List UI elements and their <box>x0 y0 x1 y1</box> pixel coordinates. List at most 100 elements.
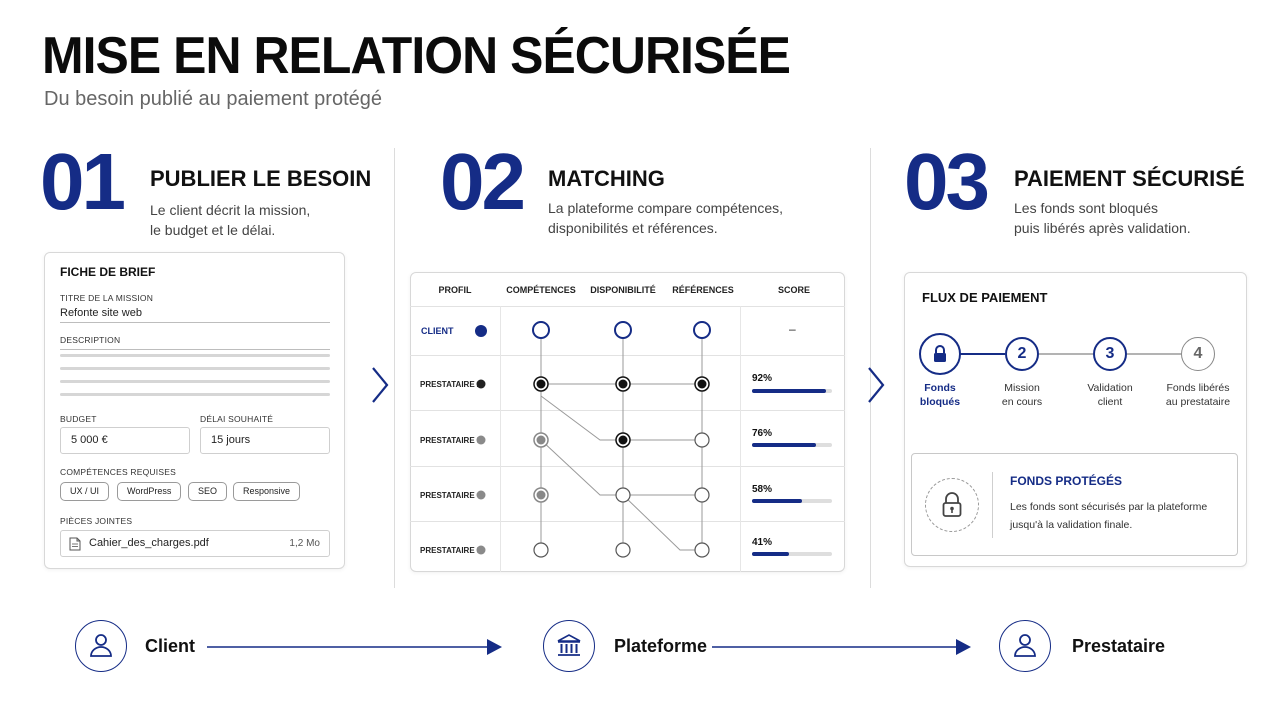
protect-text-line: jusqu'à la validation finale. <box>1010 519 1133 531</box>
flow-arrow <box>712 639 971 655</box>
actor-provider-label: Prestataire <box>1072 636 1166 656</box>
score-bar-fill <box>752 499 802 503</box>
table-column-divider <box>500 306 501 572</box>
lock-icon <box>934 345 946 362</box>
score-provider-a: 92% <box>752 373 773 384</box>
payment-step-label-line: Validation <box>1087 382 1133 394</box>
payment-step-3-label: Validation client <box>1065 381 1155 409</box>
column-header-references: RÉFÉRENCES <box>672 285 734 295</box>
row-label-provider-a: PRESTATAIRE A <box>420 380 483 389</box>
column-header-score: SCORE <box>777 285 810 295</box>
step-desc-line: puis libérés après validation. <box>1014 220 1191 236</box>
brief-title: FICHE DE BRIEF <box>60 265 156 279</box>
score-bar-c <box>752 499 832 503</box>
delay-label: DÉLAI SOUHAITÉ <box>200 414 274 424</box>
description-placeholder-line <box>60 354 330 357</box>
column-header-availability: DISPONIBILITÉ <box>590 285 656 295</box>
table-column-divider <box>740 306 741 572</box>
row-label-provider-b: PRESTATAIRE B <box>420 436 483 445</box>
step-title-matching: MATCHING <box>548 166 665 191</box>
column-header-skills: COMPÉTENCES <box>506 285 576 295</box>
payment-step-3: 3 <box>1093 337 1127 371</box>
payment-step-1-label: Fonds bloqués <box>895 381 985 409</box>
budget-field[interactable]: 5 000 € <box>60 427 190 454</box>
user-icon <box>1014 634 1036 657</box>
bank-icon <box>557 634 581 656</box>
page-subtitle: Du besoin publié au paiement protégé <box>44 88 383 110</box>
step-title-publish: PUBLIER LE BESOIN <box>150 166 372 191</box>
shield-lock-ring <box>925 478 979 532</box>
lock-icon <box>942 492 962 517</box>
table-row-divider <box>410 466 845 467</box>
attachments-label: PIÈCES JOINTES <box>60 516 133 526</box>
payment-step-2: 2 <box>1005 337 1039 371</box>
row-label-provider-d: PRESTATAIRE D <box>420 546 483 555</box>
payment-step-label-line: Fonds <box>924 382 956 394</box>
actor-platform-label: Plateforme <box>614 636 708 656</box>
matching-graph <box>475 321 711 558</box>
provider-avatar <box>999 620 1051 672</box>
score-bar-fill <box>752 389 826 393</box>
payment-step-label-line: Mission <box>1004 382 1040 394</box>
step-desc-line: Les fonds sont bloqués <box>1014 200 1158 216</box>
step-number-03: 03 <box>904 137 990 226</box>
description-placeholder-line <box>60 367 330 370</box>
score-bar-fill <box>752 552 789 556</box>
flow-arrow <box>207 639 502 655</box>
table-row-divider <box>410 410 845 411</box>
row-label-client: CLIENT <box>421 326 454 336</box>
user-icon <box>90 634 112 657</box>
step-number-02: 02 <box>440 137 526 226</box>
payment-title: FLUX DE PAIEMENT <box>922 290 1048 305</box>
score-bar-d <box>752 552 832 556</box>
table-row-divider <box>410 306 845 307</box>
skill-chip[interactable]: SEO <box>188 482 228 501</box>
skill-chip[interactable]: Responsive <box>233 482 301 501</box>
step-number-01: 01 <box>40 137 126 226</box>
chevron-right-icon <box>868 367 885 403</box>
payment-step-label-line: client <box>1097 396 1123 408</box>
skill-chip[interactable]: WordPress <box>117 482 182 501</box>
mission-value[interactable]: Refonte site web <box>60 307 142 319</box>
step-desc-payment: Les fonds sont bloqués puis libérés aprè… <box>1014 198 1191 238</box>
payment-step-4: 4 <box>1181 337 1215 371</box>
platform-avatar <box>543 620 595 672</box>
table-row-divider <box>410 521 845 522</box>
page-title: MISE EN RELATION SÉCURISÉE <box>42 27 791 85</box>
budget-label: BUDGET <box>60 414 97 424</box>
protect-title: FONDS PROTÉGÉS <box>1010 474 1123 488</box>
score-bar-a <box>752 389 832 393</box>
delay-field[interactable]: 15 jours <box>200 427 330 454</box>
attachment-name: Cahier_des_charges.pdf <box>89 537 209 549</box>
payment-step-label-line: Fonds libérés <box>1166 382 1230 394</box>
column-divider <box>394 148 395 588</box>
payment-step-2-label: Mission en cours <box>977 381 1067 409</box>
payment-step-1 <box>919 333 961 375</box>
description-placeholder-line <box>60 380 330 383</box>
attachment-file[interactable]: Cahier_des_charges.pdf 1,2 Mo <box>60 530 330 557</box>
brief-card: FICHE DE BRIEF TITRE DE LA MISSION Refon… <box>44 252 345 569</box>
score-provider-c: 58% <box>752 484 773 495</box>
description-label: DESCRIPTION <box>60 335 121 345</box>
protected-funds-box: FONDS PROTÉGÉS Les fonds sont sécurisés … <box>911 453 1238 556</box>
step-desc-line: La plateforme compare compétences, <box>548 200 784 216</box>
skills-label: COMPÉTENCES REQUISES <box>60 467 176 477</box>
description-placeholder-line <box>60 393 330 396</box>
row-label-provider-c: PRESTATAIRE C <box>420 491 483 500</box>
step-desc-line: Le client décrit la mission, <box>150 202 311 218</box>
chevron-right-icon <box>372 367 389 403</box>
step-desc-publish: Le client décrit la mission, le budget e… <box>150 200 310 240</box>
protect-divider <box>992 472 993 538</box>
protect-text-line: Les fonds sont sécurisés par la platefor… <box>1010 501 1208 513</box>
mission-label: TITRE DE LA MISSION <box>60 293 154 303</box>
score-provider-b: 76% <box>752 428 773 439</box>
skill-chip[interactable]: UX / UI <box>60 482 110 501</box>
table-row-divider <box>410 355 845 356</box>
actor-client-label: Client <box>145 636 196 656</box>
client-avatar <box>75 620 127 672</box>
step-desc-line: disponibilités et références. <box>548 220 718 236</box>
payment-step-label-line: en cours <box>1001 396 1043 408</box>
protect-text: Les fonds sont sécurisés par la platefor… <box>1010 498 1235 534</box>
payment-step-label-line: bloqués <box>919 396 961 408</box>
